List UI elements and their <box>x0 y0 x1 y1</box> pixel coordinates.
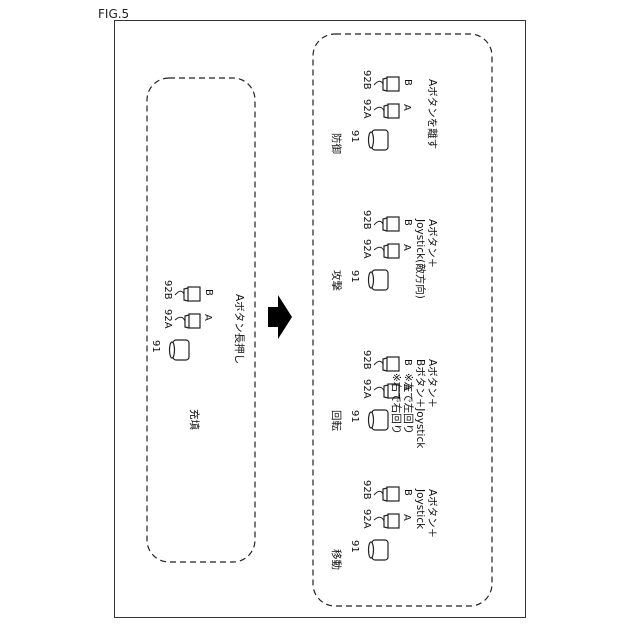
mode-2-line-2: Bボタン＋Joystick <box>415 359 426 448</box>
joystick-body <box>372 270 388 290</box>
button-a-edge <box>384 105 388 118</box>
joystick-cap <box>369 132 374 148</box>
transition-arrow <box>268 295 292 339</box>
leader-line-92a <box>175 317 185 321</box>
mode-title-3: 攻撃 <box>331 270 342 291</box>
callout-92a: 92A <box>361 99 371 119</box>
mode-title-2: 回転 <box>331 410 342 431</box>
joystick-body <box>173 340 189 360</box>
mode-2-line-3: ※左で左回り <box>403 373 414 434</box>
mode-title-4: 防御 <box>331 133 342 154</box>
joystick-cap <box>369 412 374 428</box>
button-a-label: A <box>401 514 411 521</box>
button-b-shape <box>387 487 399 501</box>
button-b-edge <box>383 358 387 371</box>
callout-91: 91 <box>349 130 359 143</box>
button-a-edge <box>384 515 388 528</box>
button-a-edge <box>185 315 189 328</box>
joystick-body <box>372 130 388 150</box>
button-b-edge <box>383 218 387 231</box>
button-a-edge <box>384 385 388 398</box>
mode-1-line-1: Aボタン＋ <box>427 489 438 538</box>
button-b-label: B <box>402 79 412 86</box>
button-a-shape <box>388 244 399 258</box>
leader-line-92a <box>374 247 384 251</box>
button-a-shape <box>189 314 200 328</box>
callout-91: 91 <box>349 270 359 283</box>
button-a-label: A <box>202 314 212 321</box>
charge-action-text: Aボタン長押し <box>234 294 245 364</box>
mode-1-line-2: Joystick <box>415 489 426 529</box>
button-a-shape <box>388 514 399 528</box>
callout-91: 91 <box>349 410 359 423</box>
button-b-label: B <box>402 219 412 226</box>
joystick-cap <box>369 542 374 558</box>
callout-92a: 92A <box>162 309 172 329</box>
callout-91: 91 <box>150 340 160 353</box>
joystick-cap <box>170 342 175 358</box>
leader-line-92b <box>374 221 383 225</box>
button-b-shape <box>387 217 399 231</box>
button-a-shape <box>388 104 399 118</box>
leader-line-92a <box>374 107 384 111</box>
button-b-label: B <box>203 289 213 296</box>
callout-92a: 92A <box>361 379 371 399</box>
button-b-edge <box>383 488 387 501</box>
button-b-shape <box>188 287 200 301</box>
callout-91: 91 <box>349 540 359 553</box>
charge-title: 充填 <box>189 409 200 430</box>
leader-line-92a <box>374 517 384 521</box>
joystick-cap <box>369 272 374 288</box>
callout-92b: 92B <box>361 210 371 230</box>
button-b-shape <box>387 357 399 371</box>
mode-2-line-1: Aボタン＋ <box>427 359 438 408</box>
callout-92b: 92B <box>361 70 371 90</box>
mode-4-line-1: Aボタンを離す <box>427 79 438 149</box>
callout-92a: 92A <box>361 239 371 259</box>
button-b-shape <box>387 77 399 91</box>
button-a-edge <box>384 245 388 258</box>
leader-line-92a <box>374 387 384 391</box>
button-b-edge <box>184 288 188 301</box>
mode-title-1: 移動 <box>331 549 342 570</box>
mode-2-line-4: ※右で右回り <box>391 373 402 434</box>
joystick-body <box>372 540 388 560</box>
callout-92b: 92B <box>361 350 371 370</box>
callout-92a: 92A <box>361 509 371 529</box>
button-b-label: B <box>402 489 412 496</box>
button-b-edge <box>383 78 387 91</box>
button-b-label: B <box>402 359 412 366</box>
callout-92b: 92B <box>361 480 371 500</box>
leader-line-92b <box>175 291 184 295</box>
mode-3-line-2: Joystick(敵方向) <box>415 219 426 299</box>
leader-line-92b <box>374 81 383 85</box>
leader-line-92b <box>374 491 383 495</box>
leader-line-92b <box>374 361 383 365</box>
joystick-body <box>372 410 388 430</box>
mode-3-line-1: Aボタン＋ <box>427 219 438 268</box>
button-a-label: A <box>401 104 411 111</box>
button-a-label: A <box>401 244 411 251</box>
callout-92b: 92B <box>162 280 172 300</box>
